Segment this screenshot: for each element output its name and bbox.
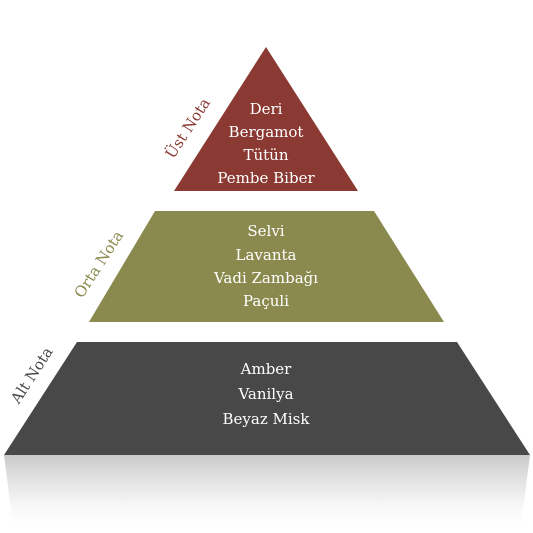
middle-tier-notes: Selvi Lavanta Vadi Zambağı Paçuli	[213, 222, 318, 310]
note-item: Pembe Biber	[217, 169, 315, 187]
note-item: Amber	[240, 360, 293, 378]
top-tier-shape	[174, 47, 358, 191]
bottom-tier-shape	[4, 342, 530, 455]
note-item: Deri	[250, 100, 283, 118]
bottom-tier-notes: Amber Vanilya Beyaz Misk	[223, 360, 311, 428]
note-item: Paçuli	[243, 292, 289, 310]
note-item: Bergamot	[229, 123, 304, 141]
middle-tier-shape	[89, 211, 444, 322]
note-item: Vanilya	[237, 385, 293, 403]
note-item: Beyaz Misk	[223, 410, 311, 428]
top-tier-notes: Deri Bergamot Tütün Pembe Biber	[217, 100, 315, 187]
note-item: Lavanta	[236, 246, 297, 264]
floor-shadow	[4, 455, 530, 533]
note-item: Vadi Zambağı	[213, 269, 318, 287]
note-item: Selvi	[247, 222, 284, 240]
note-item: Tütün	[243, 146, 288, 164]
